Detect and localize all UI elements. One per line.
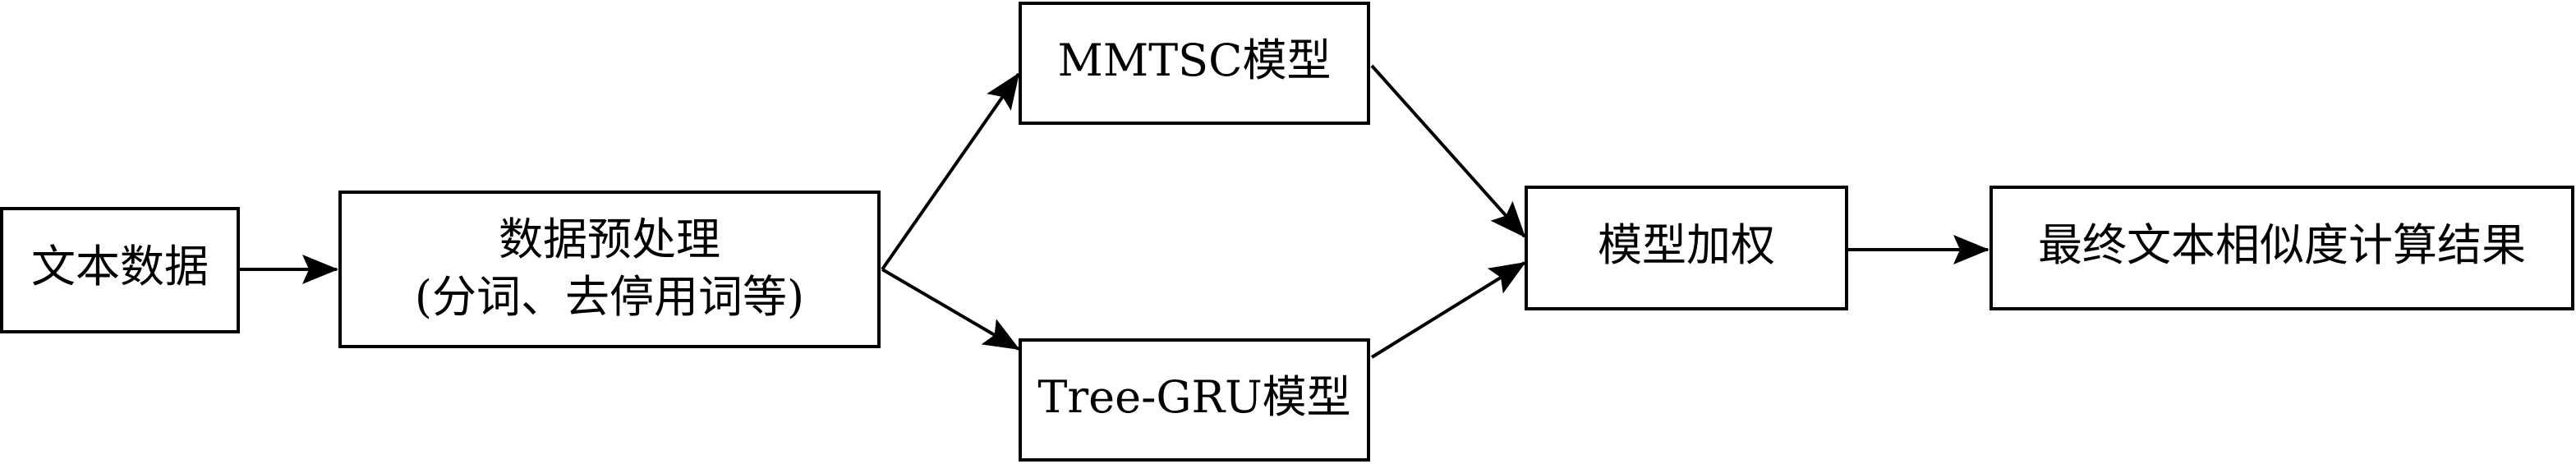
node-treegru-label: Tree-GRU模型	[1037, 371, 1350, 423]
node-weighting-label: 模型加权	[1598, 219, 1775, 271]
node-mmtsc-label: MMTSC模型	[1058, 34, 1332, 86]
arrow-preprocess-to-treegru	[881, 268, 1020, 351]
node-treegru: Tree-GRU模型	[1019, 338, 1370, 462]
arrows	[240, 64, 1990, 359]
node-mmtsc: MMTSC模型	[1019, 2, 1370, 125]
node-preprocess-label-line2: (分词、去停用词等)	[415, 271, 804, 323]
arrow-mmtsc-to-weighting	[1370, 64, 1526, 238]
node-text-data: 文本数据	[0, 207, 240, 333]
node-preprocess: 数据预处理 (分词、去停用词等)	[338, 191, 881, 348]
node-result: 最终文本相似度计算结果	[1990, 186, 2574, 310]
arrow-preprocess-to-mmtsc	[881, 72, 1020, 271]
node-preprocess-label-line1: 数据预处理	[499, 214, 720, 265]
node-result-label: 最终文本相似度计算结果	[2038, 219, 2526, 271]
node-text-data-label: 文本数据	[31, 241, 209, 292]
arrow-treegru-to-weighting	[1370, 261, 1526, 359]
node-weighting: 模型加权	[1525, 186, 1848, 310]
